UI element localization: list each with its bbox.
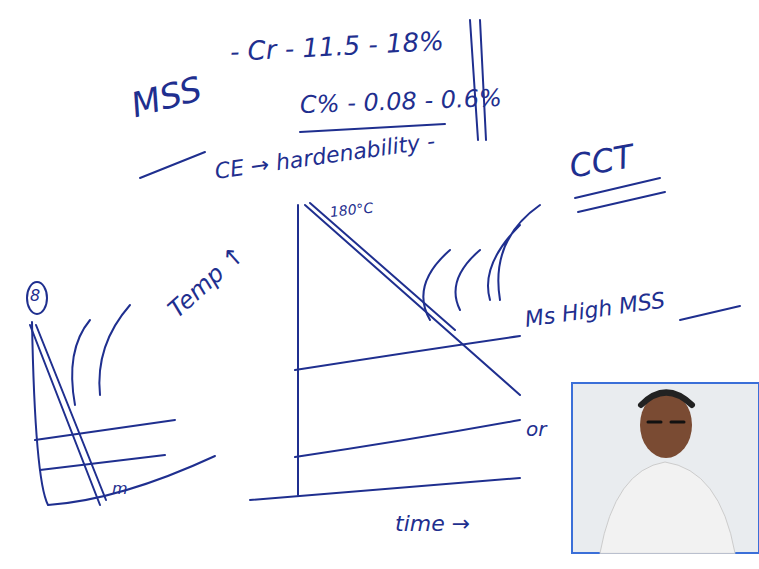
presenter-shirt: [600, 462, 735, 553]
underline: [680, 306, 740, 320]
mf-line: [295, 420, 520, 457]
diagram-title: CCT: [567, 139, 636, 185]
callout-number: 8: [30, 287, 40, 305]
cooling-curve: [305, 203, 520, 395]
double-bar: [470, 20, 486, 140]
temperature-axis: [297, 205, 299, 495]
axis-label: time →: [395, 512, 470, 536]
heading-text: MSS: [127, 70, 206, 125]
presenter-hair: [641, 393, 692, 406]
presenter-glasses: [648, 421, 684, 424]
small-axes: [32, 322, 215, 505]
time-axis: [250, 478, 520, 500]
small-cooling-curve: [30, 325, 106, 505]
c-curve: [423, 250, 480, 320]
temperature-note: 180°C: [329, 200, 374, 220]
curve-label: or: [526, 418, 546, 440]
circle-mark: [27, 282, 47, 314]
double-underline: [575, 178, 665, 212]
note-text: CE → hardenability -: [213, 129, 436, 184]
underline: [140, 152, 205, 178]
note-text: - Cr - 11.5 - 18%: [229, 27, 444, 67]
axis-label: Temp ↑: [163, 241, 250, 323]
c-curve: [488, 205, 540, 300]
small-lines: [35, 420, 175, 470]
video-inset: [572, 383, 759, 553]
note-text: C% - 0.08 - 0.6%: [300, 85, 503, 118]
small-c-curve: [72, 305, 130, 405]
curve-label: Ms High MSS: [523, 288, 666, 332]
presenter-head: [640, 392, 692, 458]
curve-label: m: [112, 480, 128, 498]
